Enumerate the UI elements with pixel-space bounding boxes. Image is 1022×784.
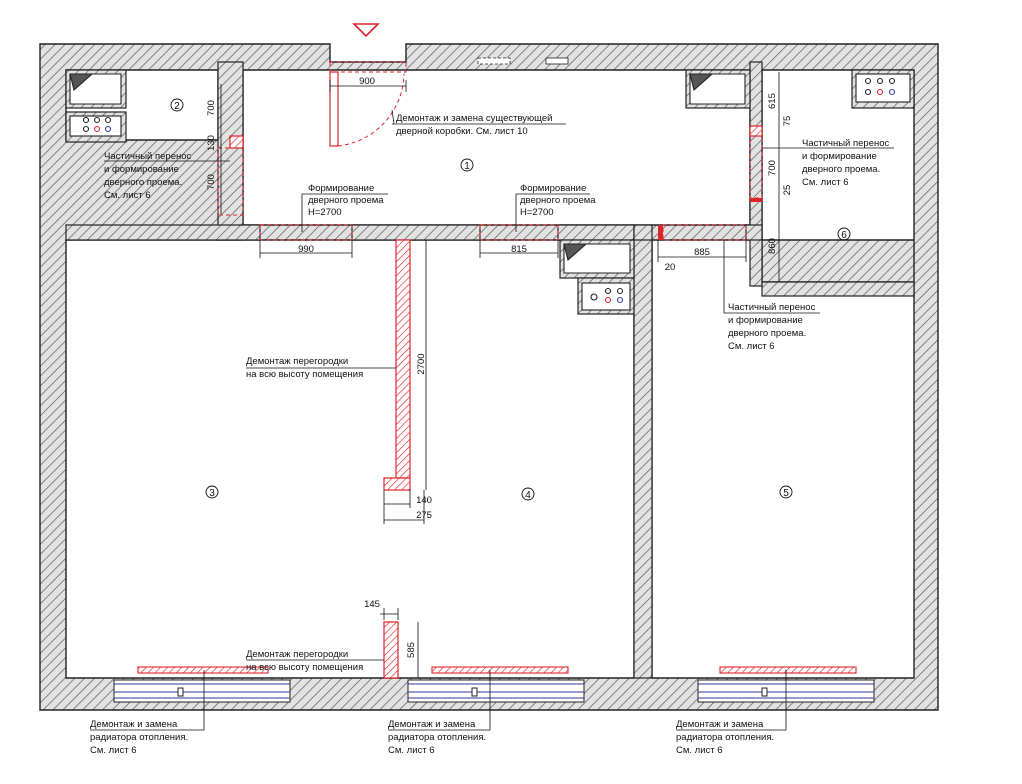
dim-145: 145 [364, 599, 380, 610]
dim-left-h1: 700 [206, 100, 217, 116]
new-openings [217, 61, 763, 241]
note-right-door-1: Частичный перенос [802, 138, 890, 149]
note-left-door-4: См. лист 6 [104, 190, 151, 201]
note-mid-door-2: и формирование [728, 315, 803, 326]
note-radiator-1b: радиатора отопления. [90, 732, 188, 743]
note-right-door-4: См. лист 6 [802, 177, 849, 188]
note-door-replace-2: дверной коробки. См. лист 10 [396, 126, 528, 137]
dim-25: 25 [782, 185, 793, 196]
dim-door-top: 900 [359, 76, 375, 87]
annotations: Демонтаж и замена существующей дверной к… [90, 113, 890, 756]
note-form-door-2c: H=2700 [520, 207, 554, 218]
note-mid-door-1: Частичный перенос [728, 302, 816, 313]
dimension-lines [90, 72, 894, 731]
note-radiator-2c: См. лист 6 [388, 745, 435, 756]
dim-700-right: 700 [767, 160, 778, 176]
room-number-1: 1 [464, 161, 470, 172]
windows [113, 679, 875, 703]
note-partition-bottom-2: на всю высоту помещения [246, 662, 363, 673]
note-form-door-1c: H=2700 [308, 207, 342, 218]
note-partition-bottom-1: Демонтаж перегородки [246, 649, 348, 660]
dim-2700: 2700 [416, 353, 427, 374]
note-form-door-1b: дверного проема [308, 195, 384, 206]
room-labels: 2 1 3 4 5 6 [170, 98, 851, 501]
dim-615: 615 [767, 93, 778, 109]
dimension-labels: 900 700 130 700 990 815 885 20 615 75 70… [206, 76, 793, 658]
note-door-replace-1: Демонтаж и замена существующей [396, 113, 552, 124]
note-radiator-3c: См. лист 6 [676, 745, 723, 756]
note-radiator-3a: Демонтаж и замена [676, 719, 764, 730]
note-left-door-2: и формирование [104, 164, 179, 175]
note-form-door-2a: Формирование [520, 183, 586, 194]
dim-left-h2: 700 [206, 174, 217, 190]
room-number-5: 5 [783, 488, 789, 499]
note-form-door-1a: Формирование [308, 183, 374, 194]
note-right-door-3: дверного проема. [802, 164, 880, 175]
dim-275: 275 [416, 510, 432, 521]
note-radiator-1c: См. лист 6 [90, 745, 137, 756]
note-mid-door-3: дверного проема. [728, 328, 806, 339]
meter-icons [82, 77, 896, 304]
dim-815: 815 [511, 244, 527, 255]
dim-140: 140 [416, 495, 432, 506]
shafts [69, 73, 911, 311]
note-partition-top-2: на всю высоту помещения [246, 369, 363, 380]
dim-20: 20 [665, 262, 676, 273]
entry-door [329, 23, 569, 147]
dim-left-small: 130 [206, 135, 217, 151]
room-number-4: 4 [525, 490, 531, 501]
radiators [137, 666, 857, 674]
room-number-2: 2 [174, 101, 180, 112]
note-left-door-3: дверного проема. [104, 177, 182, 188]
note-radiator-1a: Демонтаж и замена [90, 719, 178, 730]
note-radiator-2b: радиатора отопления. [388, 732, 486, 743]
dim-885: 885 [694, 247, 710, 258]
note-right-door-2: и формирование [802, 151, 877, 162]
note-radiator-2a: Демонтаж и замена [388, 719, 476, 730]
note-mid-door-4: См. лист 6 [728, 341, 775, 352]
room-number-6: 6 [841, 230, 847, 241]
dim-585: 585 [406, 642, 417, 658]
note-partition-top-1: Демонтаж перегородки [246, 356, 348, 367]
room-number-3: 3 [209, 488, 215, 499]
note-radiator-3b: радиатора отопления. [676, 732, 774, 743]
dim-860: 860 [767, 238, 778, 254]
dim-990: 990 [298, 244, 314, 255]
note-left-door-1: Частичный перенос [104, 151, 192, 162]
demolished-partitions [229, 125, 763, 679]
dim-75: 75 [782, 116, 793, 127]
note-form-door-2b: дверного проема [520, 195, 596, 206]
